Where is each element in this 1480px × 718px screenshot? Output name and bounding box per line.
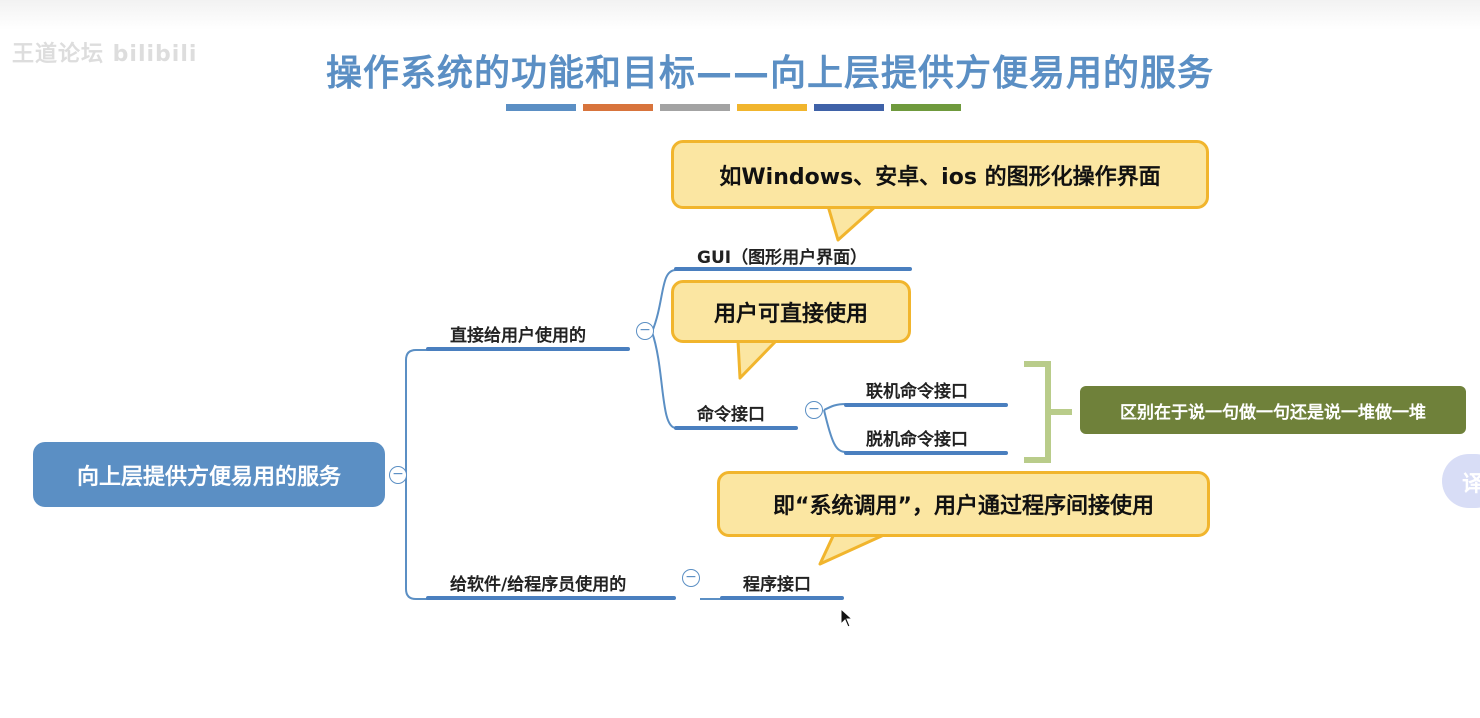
- callout-command: 用户可直接使用: [671, 280, 911, 343]
- color-bar-3: [660, 104, 730, 111]
- connector-user-gui: [651, 269, 677, 333]
- callout-pointer-gui: [826, 204, 878, 242]
- page-title: 操作系统的功能和目标——向上层提供方便易用的服务: [325, 53, 1214, 94]
- leaf-program-label[interactable]: 程序接口: [743, 575, 811, 595]
- connector-command-offline: [823, 409, 847, 453]
- translate-float-button[interactable]: 译: [1442, 454, 1480, 508]
- callout-program-text: 即“系统调用”，用户通过程序间接使用: [773, 494, 1154, 519]
- leaf-command-label[interactable]: 命令接口: [697, 405, 765, 425]
- leaf-gui-label[interactable]: GUI（图形用户界面）: [697, 248, 868, 268]
- color-bar-2: [583, 104, 653, 111]
- callout-program: 即“系统调用”，用户通过程序间接使用: [717, 471, 1210, 537]
- branch-user-label[interactable]: 直接给用户使用的: [450, 326, 586, 346]
- color-bar-4: [737, 104, 807, 111]
- root-node-label: 向上层提供方便易用的服务: [76, 464, 341, 490]
- watermark-text: 王道论坛 bilibili: [12, 42, 198, 67]
- branch-software-label[interactable]: 给软件/给程序员使用的: [450, 575, 627, 595]
- connector-command-online: [823, 403, 847, 411]
- bilibili-watermark: 王道论坛 bilibili: [12, 28, 272, 72]
- collapse-command-button[interactable]: −: [805, 401, 823, 419]
- mouse-cursor-icon: [840, 608, 854, 628]
- title-color-strip: [506, 104, 961, 111]
- connector-root-software: [405, 474, 428, 600]
- callout-pointer-program: [818, 532, 887, 566]
- callout-gui: 如Windows、安卓、ios 的图形化操作界面: [671, 140, 1209, 209]
- color-bar-1: [506, 104, 576, 111]
- collapse-root-button[interactable]: −: [389, 466, 407, 484]
- callout-gui-text: 如Windows、安卓、ios 的图形化操作界面: [719, 164, 1161, 190]
- connector-user-command: [651, 331, 677, 429]
- connector-root-user: [405, 349, 428, 474]
- summary-text: 区别在于说一句做一句还是说一堆做一堆: [1120, 402, 1426, 423]
- callout-command-text: 用户可直接使用: [713, 301, 868, 327]
- leaf-online-label[interactable]: 联机命令接口: [866, 382, 968, 402]
- collapse-user-button[interactable]: −: [636, 322, 654, 340]
- leaf-offline-label[interactable]: 脱机命令接口: [866, 430, 968, 450]
- translate-float-label: 译: [1462, 472, 1480, 497]
- color-bar-6: [891, 104, 961, 111]
- summary-bracket: [1024, 361, 1072, 463]
- callout-pointer-command: [736, 339, 778, 380]
- video-top-bar: [0, 0, 1480, 30]
- root-node[interactable]: 向上层提供方便易用的服务: [33, 442, 385, 507]
- color-bar-5: [814, 104, 884, 111]
- collapse-software-button[interactable]: −: [682, 569, 700, 587]
- summary-box[interactable]: 区别在于说一句做一句还是说一堆做一堆: [1080, 386, 1466, 434]
